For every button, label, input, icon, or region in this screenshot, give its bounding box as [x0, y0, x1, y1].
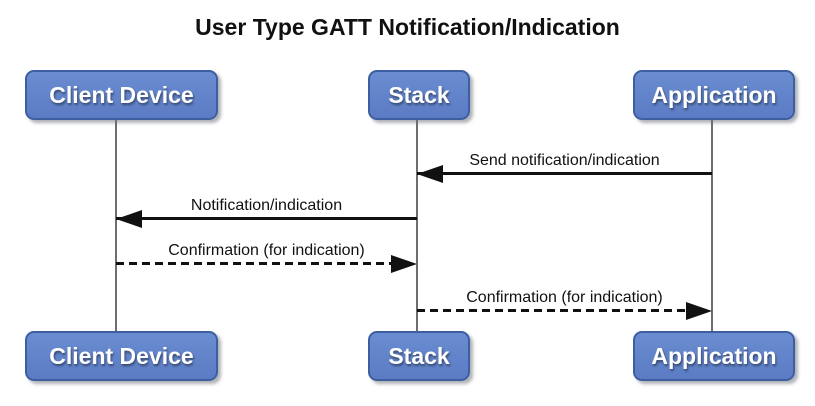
message-label: Notification/indication [190, 197, 343, 214]
message-confirmation-stack-to-application: Confirmation (for indication) [417, 289, 712, 320]
message-label: Confirmation (for indication) [466, 289, 663, 306]
actor-box-client-device-bottom: Client Device [25, 331, 218, 381]
arrowhead-right-icon [391, 255, 417, 273]
actor-label-application: Application [651, 342, 777, 369]
actor-label-client-device: Client Device [49, 81, 194, 108]
actor-box-stack-bottom: Stack [368, 331, 470, 381]
actor-box-stack-top: Stack [368, 70, 470, 120]
lifeline-stack [416, 120, 418, 334]
message-label: Confirmation (for indication) [168, 242, 365, 259]
actor-label-stack: Stack [388, 81, 450, 108]
message-line-solid [417, 172, 712, 175]
actor-label-stack: Stack [388, 342, 450, 369]
message-label: Send notification/indication [469, 152, 660, 169]
actor-box-client-device-top: Client Device [25, 70, 218, 120]
message-line-dashed [116, 262, 411, 265]
message-send-notification-indication: Send notification/indication [417, 152, 712, 183]
message-line-solid [116, 217, 417, 220]
actor-box-application-bottom: Application [633, 331, 795, 381]
actor-label-client-device: Client Device [49, 342, 194, 369]
arrowhead-left-icon [116, 210, 142, 228]
arrowhead-left-icon [417, 165, 443, 183]
lifeline-application [711, 120, 713, 334]
message-confirmation-client-to-stack: Confirmation (for indication) [116, 242, 417, 273]
actor-label-application: Application [651, 81, 777, 108]
message-line-dashed [417, 309, 706, 312]
message-notification-indication: Notification/indication [116, 197, 417, 228]
diagram-title: User Type GATT Notification/Indication [195, 14, 620, 40]
arrowhead-right-icon [686, 302, 712, 320]
actor-box-application-top: Application [633, 70, 795, 120]
